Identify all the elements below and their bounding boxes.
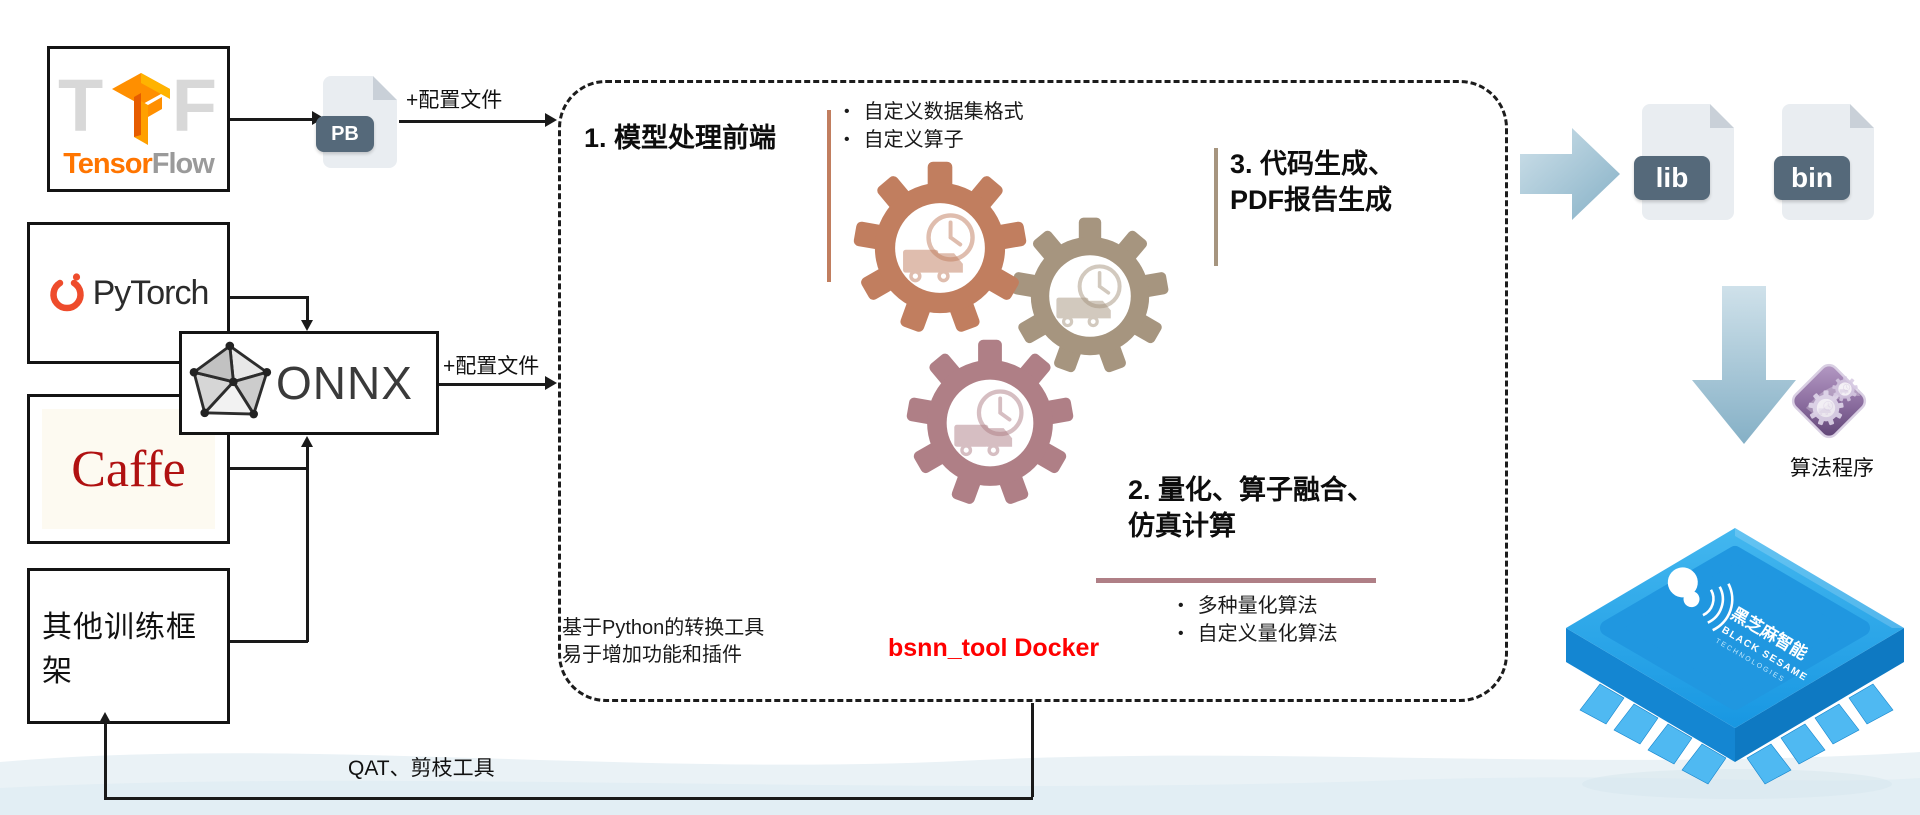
arrowhead bbox=[99, 712, 111, 723]
bsnn-toolbox-dashed-box bbox=[558, 80, 1508, 702]
pb-badge: PB bbox=[316, 116, 374, 152]
connector-caffe bbox=[230, 467, 308, 470]
algorithm-program-label: 算法程序 bbox=[1790, 457, 1874, 480]
pytorch-wordmark: PyTorch bbox=[92, 273, 210, 312]
step1-separator bbox=[827, 110, 831, 282]
gear-icon-taupe bbox=[1010, 216, 1170, 376]
step2-title: 2. 量化、算子融合、 仿真计算 bbox=[1128, 472, 1374, 544]
lib-file-icon: lib bbox=[1634, 104, 1734, 220]
step1-bullet-2: 自定义算子 bbox=[863, 129, 964, 151]
caffe-wordmark: Caffe bbox=[71, 440, 186, 498]
feedback-line-up bbox=[104, 722, 107, 798]
step3-title-line2: PDF报告生成 bbox=[1230, 185, 1392, 215]
pytorch-box: PyTorch bbox=[27, 222, 230, 364]
tensorflow-wordmark-tensor: Tensor bbox=[63, 148, 153, 180]
arrowhead bbox=[545, 113, 557, 127]
python-tool-note: 基于Python的转换工具 易于增加功能和插件 bbox=[562, 615, 764, 669]
down-block-arrow bbox=[1692, 286, 1796, 444]
step3-title: 3. 代码生成、 PDF报告生成 bbox=[1230, 146, 1395, 218]
onnx-icon bbox=[189, 341, 272, 419]
pb-file-icon: PB bbox=[316, 76, 397, 168]
step2-title-line1: 2. 量化、算子融合、 bbox=[1128, 475, 1375, 505]
arrowhead bbox=[545, 376, 557, 390]
tensorflow-ghost-letter: F bbox=[171, 64, 217, 147]
step1-title: 1. 模型处理前端 bbox=[584, 123, 777, 153]
algorithm-program-icon bbox=[1791, 363, 1867, 439]
step2-title-line2: 仿真计算 bbox=[1128, 511, 1236, 541]
arrowhead bbox=[301, 320, 313, 331]
gear-icon-mauve bbox=[906, 340, 1074, 506]
step2-bullet-1: 多种量化算法 bbox=[1197, 595, 1318, 617]
tensorflow-wordmark-flow: Flow bbox=[151, 148, 215, 180]
feedback-line-bottom bbox=[104, 797, 1033, 800]
connector-pb-toolbox bbox=[399, 120, 547, 123]
connector-pytorch-down bbox=[306, 296, 309, 322]
bsnn-tool-docker-label: bsnn_tool Docker bbox=[888, 634, 1100, 662]
onnx-box: ONNX bbox=[179, 331, 439, 435]
bullet-icon: • bbox=[1178, 597, 1184, 614]
pytorch-flame-icon bbox=[49, 273, 84, 312]
bin-file-icon: bin bbox=[1774, 104, 1874, 220]
connector-up-to-onnx bbox=[306, 446, 309, 642]
bin-badge: bin bbox=[1774, 156, 1850, 200]
tensorflow-ghost-letter: T bbox=[58, 64, 104, 147]
arrowhead bbox=[301, 436, 313, 447]
right-block-arrow bbox=[1520, 128, 1620, 220]
lib-badge: lib bbox=[1634, 156, 1710, 200]
chip-pins-right bbox=[1746, 683, 1894, 785]
tensorflow-icon bbox=[112, 73, 170, 145]
chip-pins-left bbox=[1579, 683, 1727, 785]
gear-icon-terracotta bbox=[853, 162, 1027, 333]
caffe-logo-background: Caffe bbox=[42, 409, 215, 529]
step3-title-line1: 3. 代码生成、 bbox=[1230, 149, 1396, 179]
black-sesame-chip: 黑芝麻智能 BLACK SESAME TECHNOLOGIES bbox=[1566, 528, 1904, 799]
config-file-label-mid: +配置文件 bbox=[443, 355, 540, 378]
step2-separator bbox=[1096, 578, 1376, 583]
step2-bullet-2: 自定义量化算法 bbox=[1197, 623, 1338, 645]
bullet-icon: • bbox=[1178, 625, 1184, 642]
tensorflow-box: T F TensorFlow bbox=[47, 46, 230, 192]
other-frameworks-label: 其他训练框架 bbox=[42, 611, 197, 688]
connector-tf-pb bbox=[230, 118, 314, 121]
onnx-wordmark: ONNX bbox=[276, 357, 413, 409]
config-file-label-top: +配置文件 bbox=[406, 89, 503, 112]
connector-other bbox=[230, 640, 308, 643]
bullet-icon: • bbox=[844, 131, 850, 148]
bullet-icon: • bbox=[844, 103, 850, 120]
qat-pruning-label: QAT、剪枝工具 bbox=[348, 757, 495, 780]
note-line2: 易于增加功能和插件 bbox=[562, 644, 742, 666]
step3-separator bbox=[1214, 148, 1218, 266]
feedback-line-down bbox=[1031, 703, 1034, 797]
connector-pytorch bbox=[230, 296, 308, 299]
note-line1: 基于Python的转换工具 bbox=[562, 617, 765, 639]
other-frameworks-box: 其他训练框架 bbox=[27, 568, 230, 724]
tensorflow-wordmark: TensorFlow bbox=[50, 148, 227, 181]
step1-bullet-1: 自定义数据集格式 bbox=[863, 101, 1024, 123]
connector-onnx-toolbox bbox=[439, 383, 547, 386]
step2-bullets: • 多种量化算法 • 自定义量化算法 bbox=[1178, 592, 1338, 648]
step1-bullets: • 自定义数据集格式 • 自定义算子 bbox=[844, 98, 1024, 154]
